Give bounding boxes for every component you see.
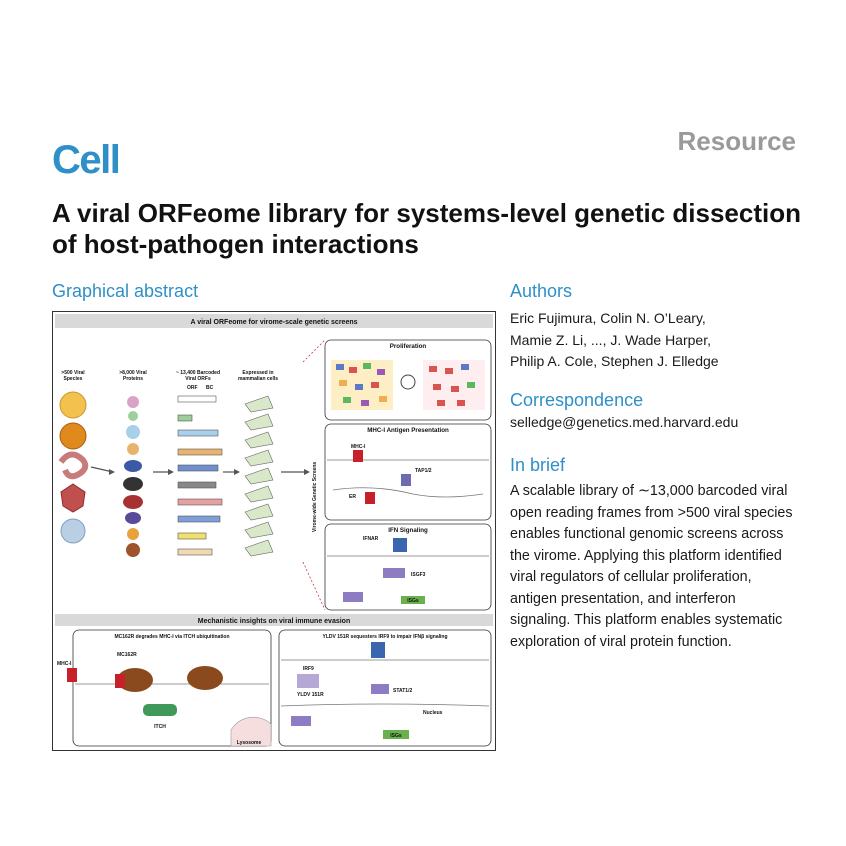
mhc-label-2: MHC-I — [57, 661, 72, 667]
mc162r-protein-2 — [187, 666, 223, 690]
ifnar-label: IFNAR — [363, 536, 379, 542]
proliferation-title: Proliferation — [390, 343, 427, 350]
yldv-title: YLDV 151R sequesters IRF9 to impair IFNβ… — [322, 634, 447, 640]
itch-protein — [143, 704, 177, 716]
stat-label: STAT1/2 — [393, 688, 412, 694]
isgf3-complex — [383, 568, 405, 578]
mhc-label: MHC-I — [351, 444, 366, 450]
correspondence-email-link[interactable]: selledge@genetics.med.harvard.edu — [510, 414, 739, 430]
graphical-abstract-heading: Graphical abstract — [52, 281, 199, 301]
ifnar-receptor — [393, 538, 407, 552]
isgs-label-2: ISGs — [390, 733, 402, 739]
er-label: ER — [349, 494, 356, 500]
authors-heading: Authors — [510, 281, 573, 301]
isgs-label: ISGs — [407, 598, 419, 604]
lysosome-label: Lysosome — [237, 740, 262, 746]
article-title: A viral ORFeome library for systems-leve… — [52, 198, 801, 259]
col3-line2: Viral ORFs — [185, 376, 211, 382]
author-list: Eric Fujimura, Colin N. O’Leary, Mamie Z… — [510, 308, 810, 373]
guide-line-top — [302, 339, 326, 363]
screens-side-label: Virome-wide Genetic Screens — [312, 462, 318, 532]
in-brief-heading: In brief — [510, 455, 566, 475]
author-line-1: Eric Fujimura, Colin N. O’Leary, — [510, 310, 706, 326]
mhc-molecule-left — [67, 668, 77, 682]
col4-line2: mammalian cells — [238, 376, 278, 382]
journal-logo: Cell — [52, 138, 121, 182]
isgf3-bound — [343, 592, 363, 602]
protein-blobs — [123, 396, 143, 557]
yldv-label: YLDV 151R — [297, 692, 324, 698]
cell-cluster-right — [423, 360, 485, 410]
nuclear-membrane — [280, 703, 490, 707]
ifn-panel-title: IFN Signaling — [388, 527, 428, 534]
col2-line2: Proteins — [123, 376, 143, 382]
mc162r-protein-1 — [117, 668, 153, 692]
col4-line1: Expressed in — [242, 370, 273, 376]
irf9-sequestered — [291, 716, 311, 726]
col1-line1: >500 Viral — [61, 370, 85, 376]
mhc-panel-title: MHC-I Antigen Presentation — [367, 427, 449, 434]
bc-label: BC — [206, 385, 214, 391]
arrow-1-head — [109, 469, 115, 475]
arrow-3-head — [234, 469, 240, 475]
ifnar-receptor-2 — [371, 642, 385, 658]
cell-cluster-left — [331, 360, 393, 410]
cycle-arrow-icon — [400, 374, 416, 390]
bottom-band-title: Mechanistic insights on viral immune eva… — [198, 618, 351, 625]
mc162r-title: MC162R degrades MHC-I via ITCH ubiquitin… — [114, 634, 229, 640]
arrow-4-head — [304, 469, 310, 475]
stat-complex — [371, 684, 389, 694]
virus-icons — [58, 391, 89, 544]
author-line-3: Philip A. Cole, Stephen J. Elledge — [510, 353, 719, 369]
isgs-box-2 — [383, 730, 409, 739]
irf9-label: IRF9 — [303, 666, 314, 672]
graphical-abstract-figure: A viral ORFeome for virome-scale genetic… — [52, 311, 496, 751]
lysosome — [230, 716, 272, 747]
isgs-box — [401, 596, 425, 604]
orf-bars — [177, 395, 223, 556]
col3-line1: ~ 13,400 Barcoded — [176, 370, 220, 376]
top-band-title: A viral ORFeome for virome-scale genetic… — [190, 319, 357, 326]
yldv-151r-protein — [297, 674, 319, 688]
mhc-molecule-top — [353, 450, 363, 462]
er-membrane — [332, 487, 484, 498]
ifn-panel — [324, 523, 492, 611]
mhc-panel — [324, 423, 492, 521]
isgf3-label: ISGF3 — [411, 572, 426, 578]
arrow-2-head — [168, 469, 174, 475]
orf-label: ORF — [187, 385, 198, 391]
in-brief-text: A scalable library of ∼13,000 barcoded v… — [510, 483, 793, 650]
col2-line1: >8,000 Viral — [119, 370, 147, 376]
top-band — [55, 314, 493, 328]
bottom-band — [55, 614, 493, 626]
mc162r-label: MC162R — [117, 652, 137, 658]
mc162r-panel — [72, 629, 272, 747]
mhc-molecule-bound — [115, 674, 125, 688]
tap-label: TAP1/2 — [415, 468, 432, 474]
itch-label: ITCH — [154, 724, 166, 730]
correspondence-heading: Correspondence — [510, 390, 644, 410]
article-type-label: Resource — [677, 126, 797, 156]
tap-transporter — [401, 474, 411, 486]
guide-line-bottom — [302, 561, 326, 611]
mhc-molecule-er — [365, 492, 375, 504]
nucleus-label: Nucleus — [423, 710, 443, 716]
col1-line2: Species — [64, 376, 83, 382]
expressing-cells — [244, 395, 274, 557]
author-line-2: Mamie Z. Li, ..., J. Wade Harper, — [510, 331, 711, 348]
